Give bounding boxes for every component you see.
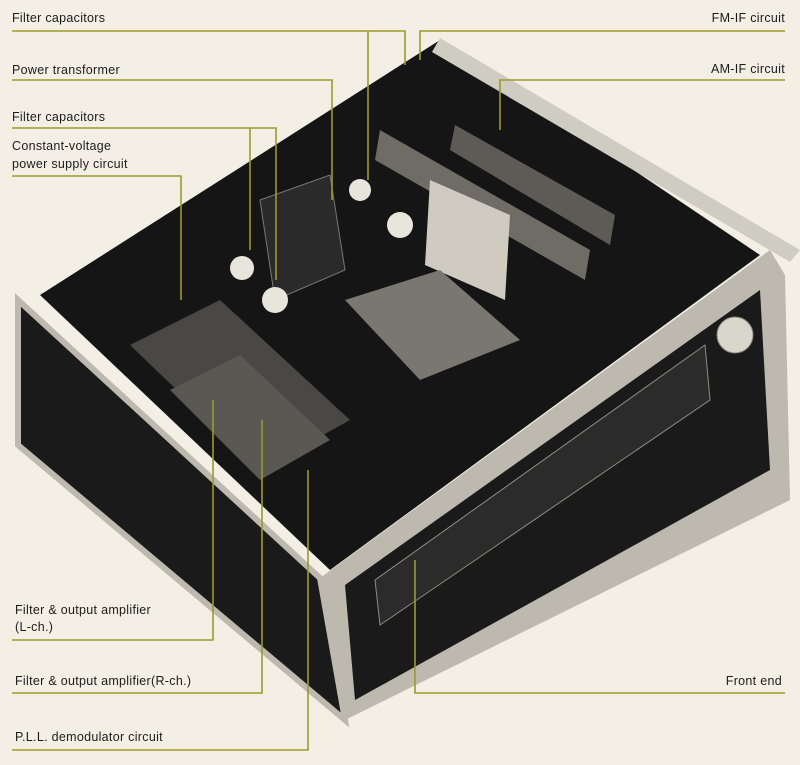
rear-rail (432, 38, 800, 262)
label-constant-voltage-2: power supply circuit (12, 157, 128, 171)
tuning-knob (716, 316, 754, 354)
label-power-transformer: Power transformer (12, 63, 120, 77)
label-front-end: Front end (725, 674, 782, 688)
label-filter-capacitors-mid: Filter capacitors (12, 110, 106, 124)
am-if-board (450, 125, 615, 245)
capacitor (387, 212, 413, 238)
front-display (374, 344, 711, 626)
label-am-if: AM-IF circuit (710, 62, 785, 76)
label-filter-output-l-1: Filter & output amplifier (15, 603, 152, 617)
capacitor (349, 179, 371, 201)
label-pll: P.L.L. demodulator circuit (15, 730, 163, 744)
label-filter-output-l-2: (L-ch.) (15, 620, 54, 634)
label-filter-output-r: Filter & output amplifier(R-ch.) (15, 674, 192, 688)
label-fm-if: FM-IF circuit (711, 11, 785, 25)
capacitor (230, 256, 254, 280)
transformer (259, 174, 346, 301)
pcb-left-2 (170, 355, 330, 480)
leader-lines (12, 30, 785, 751)
pcb-center (345, 270, 520, 380)
label-constant-voltage-1: Constant-voltage (12, 139, 112, 153)
capacitor (262, 287, 288, 313)
label-filter-capacitors-top: Filter capacitors (12, 11, 106, 25)
shield-can (425, 180, 510, 300)
